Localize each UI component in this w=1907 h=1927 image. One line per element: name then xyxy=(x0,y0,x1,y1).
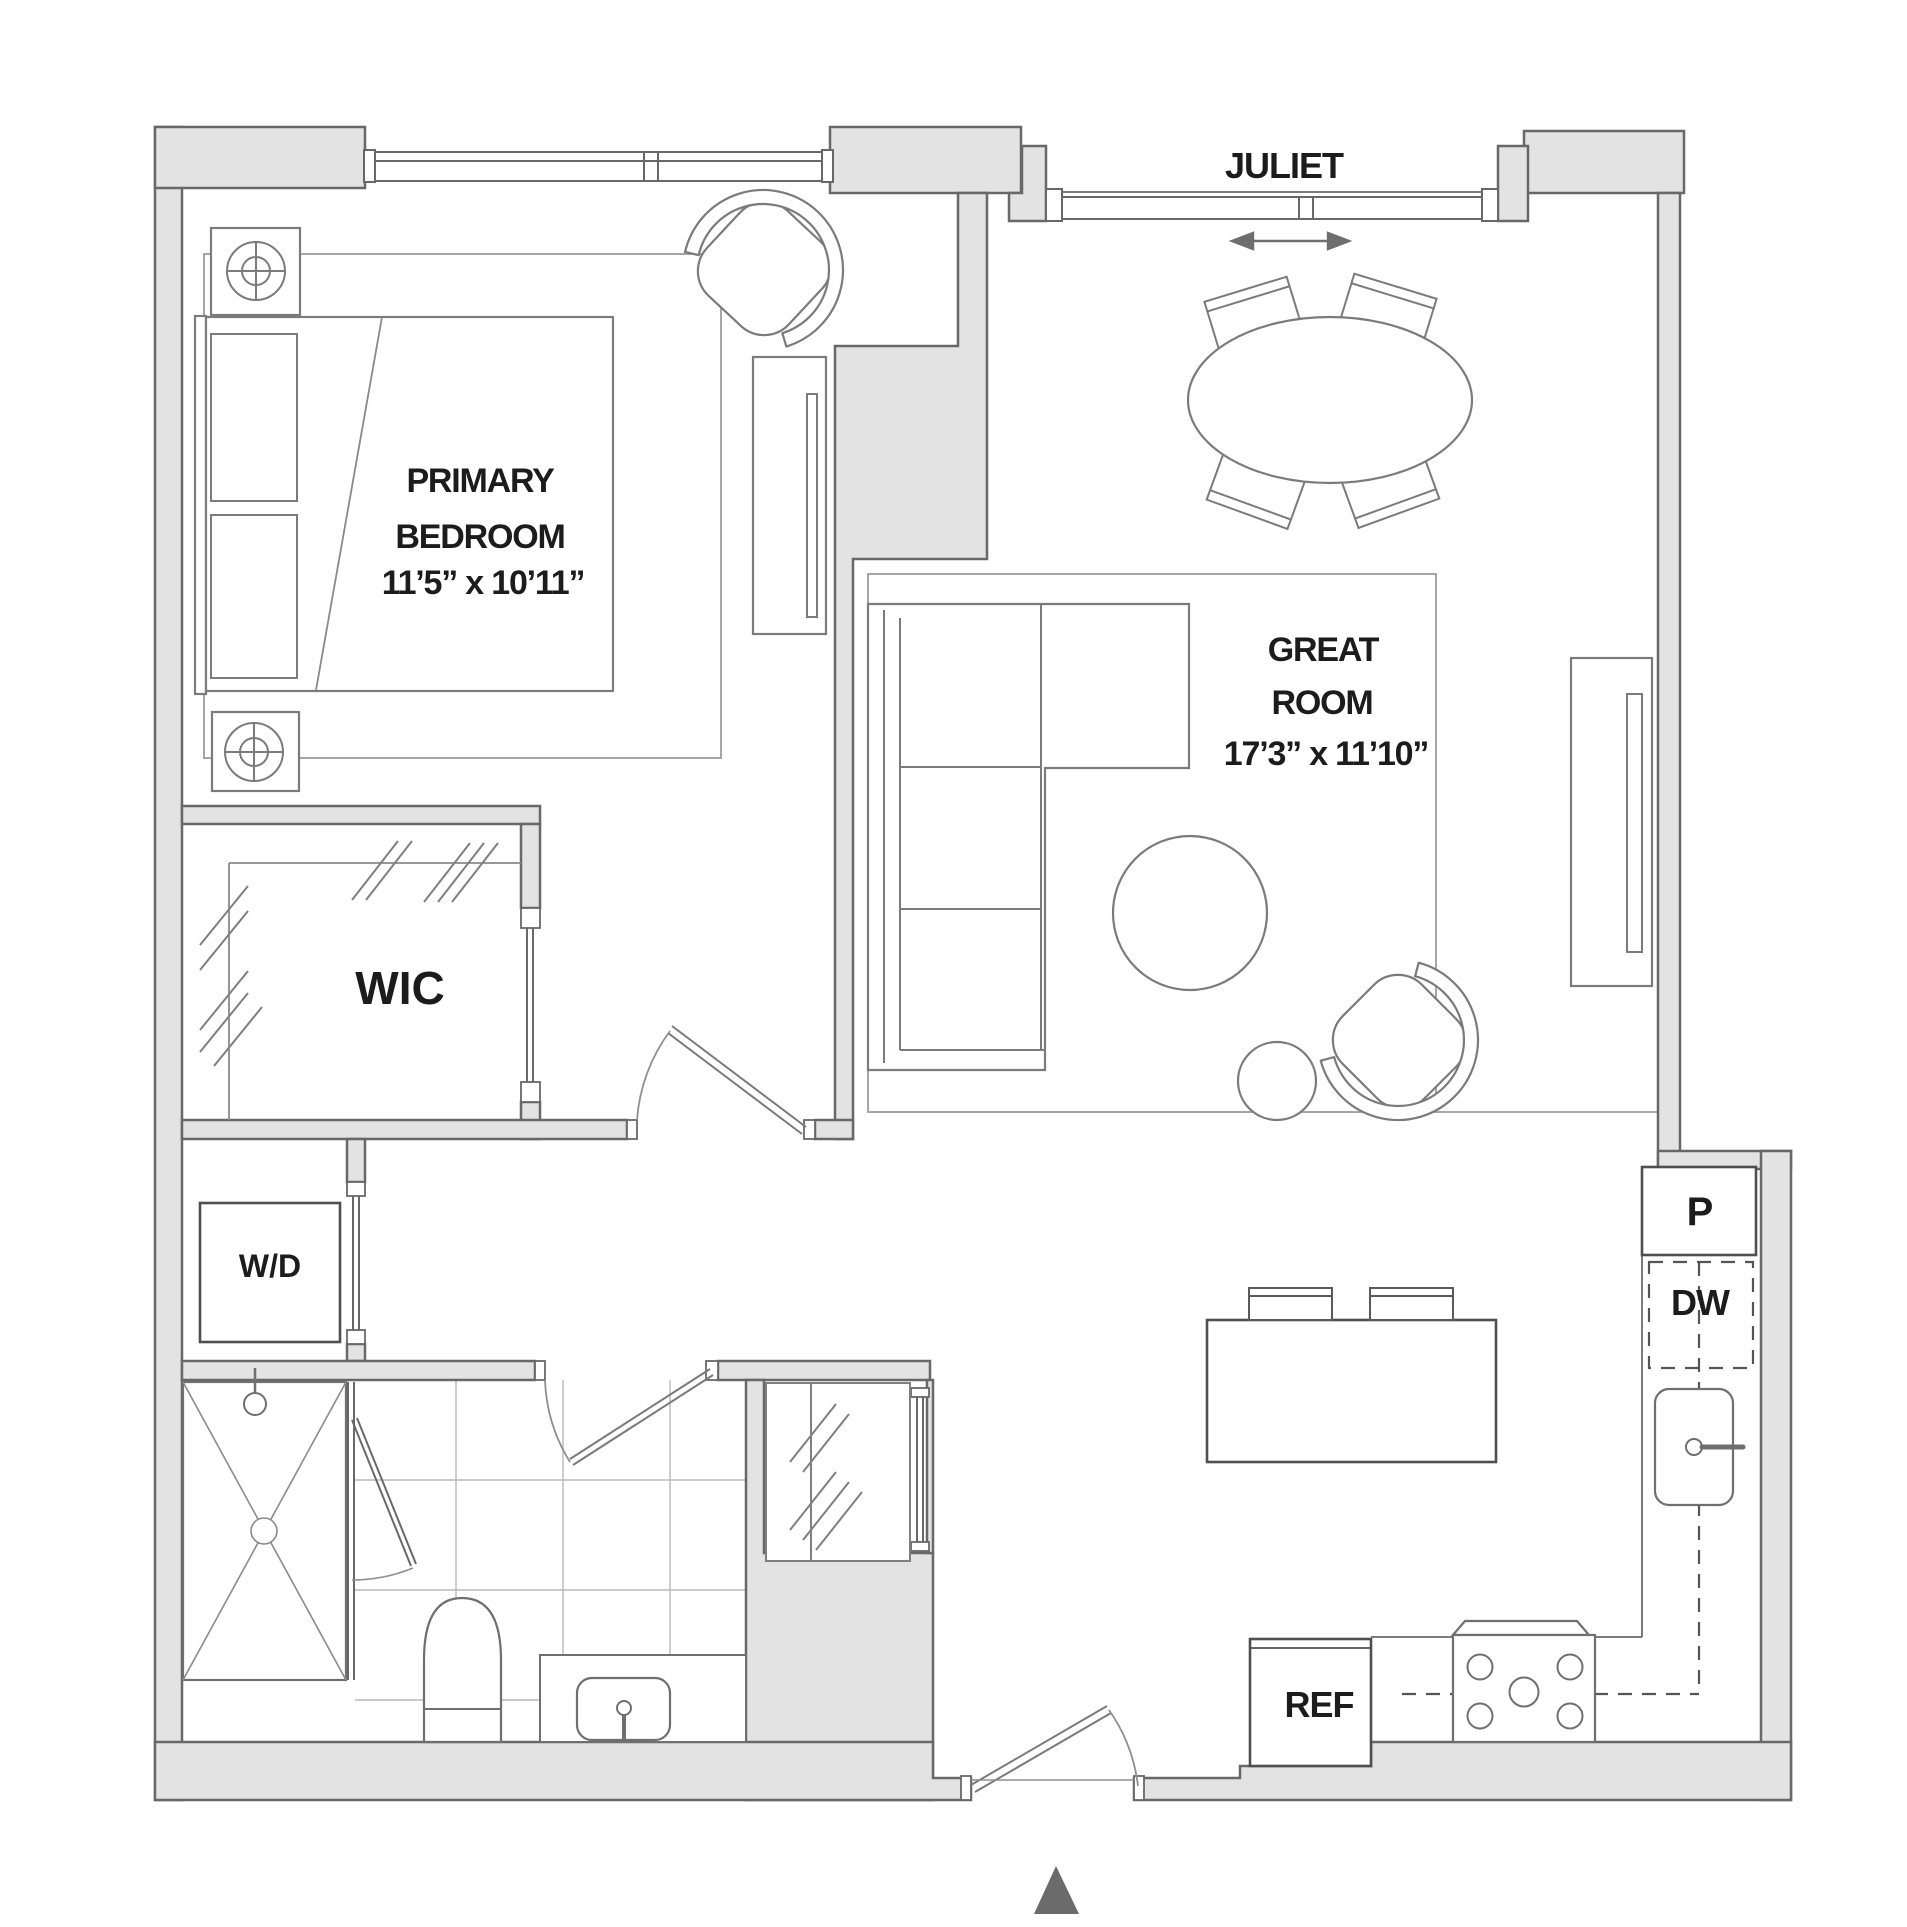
svg-text:P: P xyxy=(1687,1190,1714,1234)
svg-text:BEDROOM: BEDROOM xyxy=(395,518,564,556)
svg-text:11’5” x 10’11”: 11’5” x 10’11” xyxy=(382,564,585,602)
svg-text:REF: REF xyxy=(1285,1684,1354,1725)
svg-text:DW: DW xyxy=(1671,1282,1730,1323)
svg-text:GREAT: GREAT xyxy=(1268,631,1380,669)
svg-text:WIC: WIC xyxy=(355,962,444,1014)
svg-text:ROOM: ROOM xyxy=(1272,684,1373,722)
svg-text:JULIET: JULIET xyxy=(1225,145,1344,186)
svg-text:PRIMARY: PRIMARY xyxy=(406,462,555,500)
svg-text:17’3” x 11’10”: 17’3” x 11’10” xyxy=(1224,735,1428,773)
svg-text:W/D: W/D xyxy=(239,1248,301,1284)
